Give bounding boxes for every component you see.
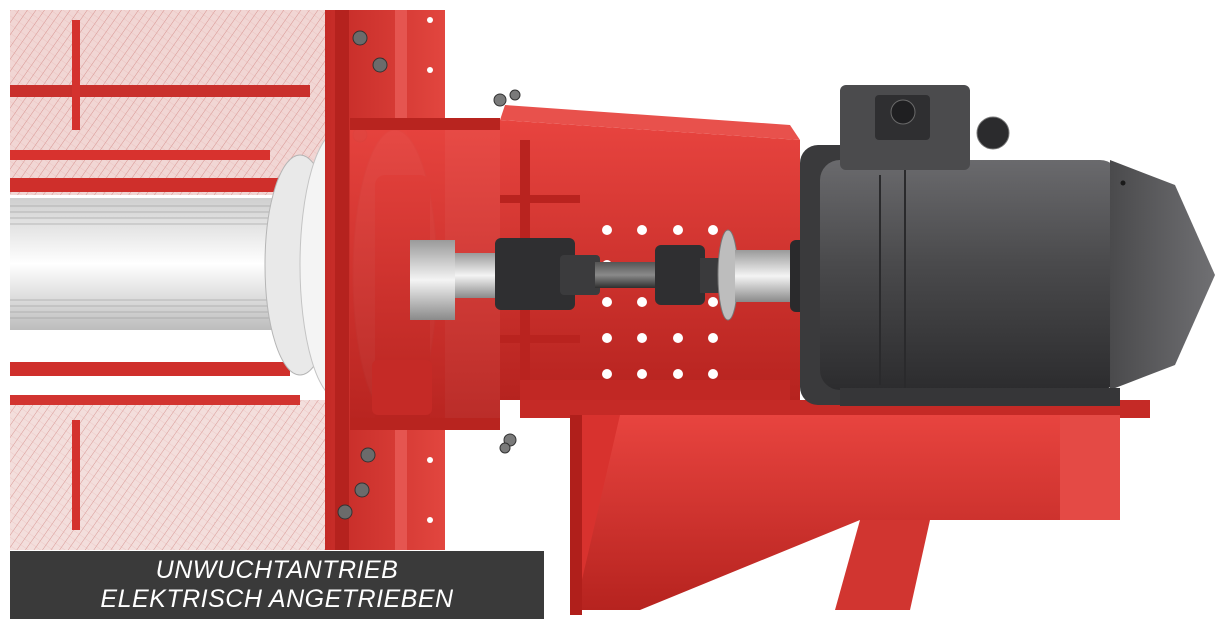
screen-deck: [10, 10, 340, 550]
motor-icon: [800, 85, 1215, 406]
coupling-shaft-icon: [455, 229, 820, 321]
caption-line-2: ELEKTRISCH ANGETRIEBEN: [100, 585, 454, 613]
support-frame: [520, 400, 1150, 615]
caption-line-1: UNWUCHTANTRIEB: [155, 556, 399, 584]
caption-banner: UNWUCHTANTRIEB ELEKTRISCH ANGETRIEBEN: [10, 551, 544, 619]
